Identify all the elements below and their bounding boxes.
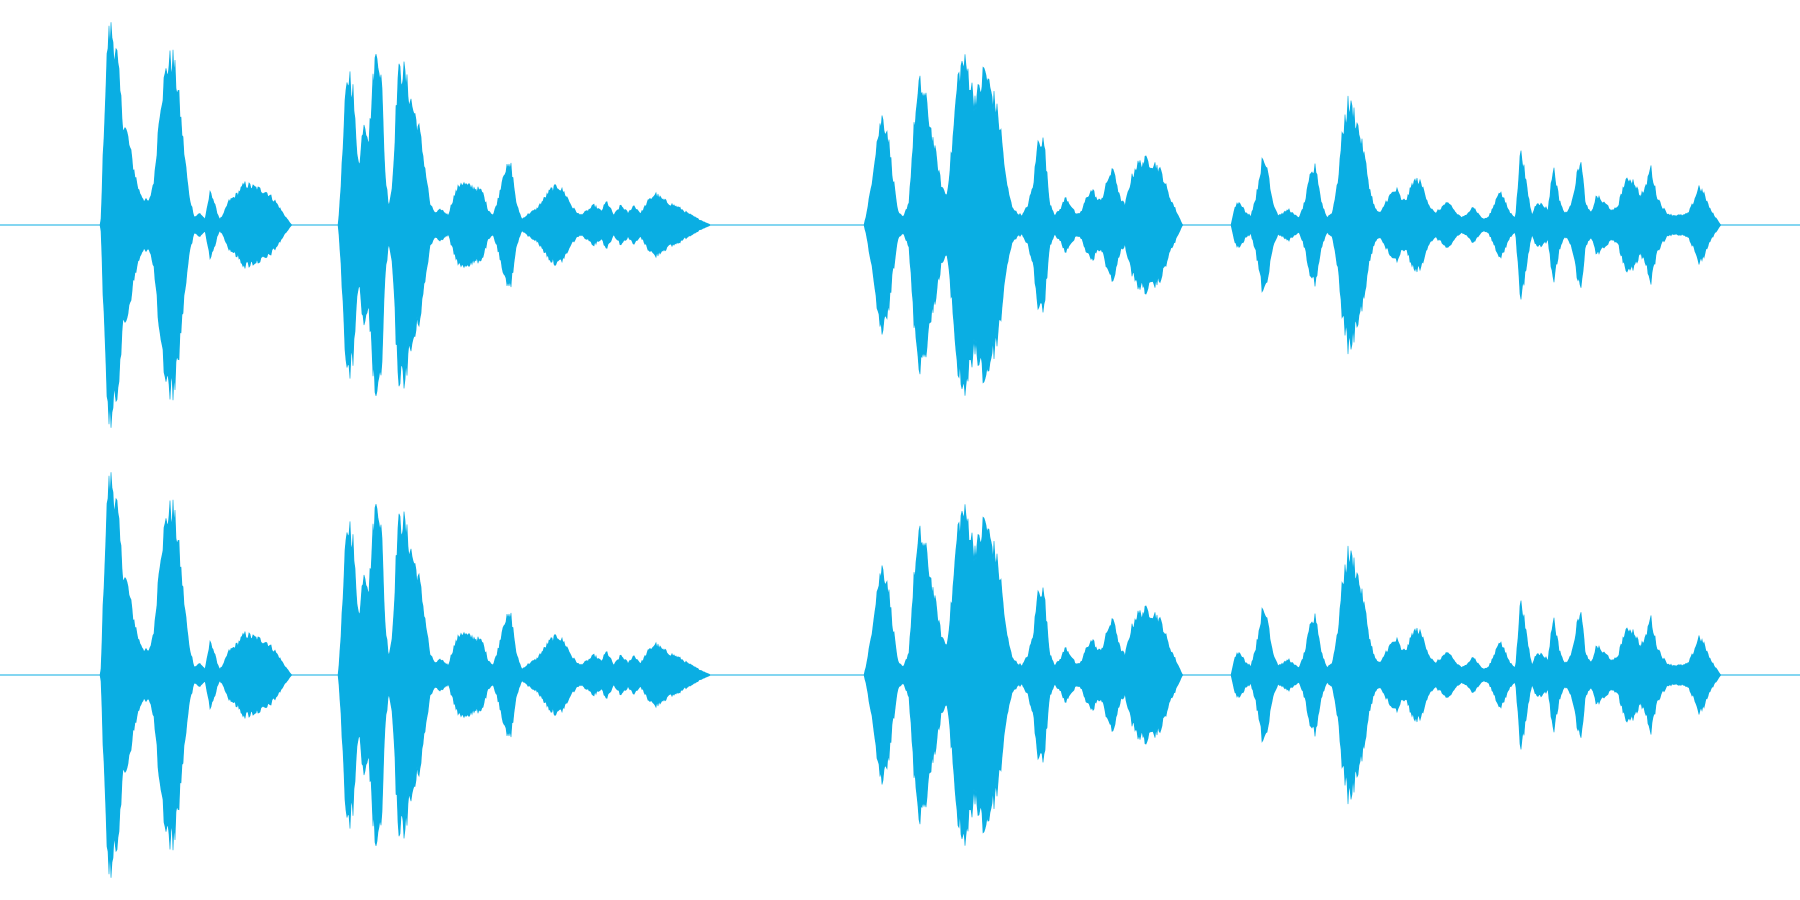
waveform-segment-3: [863, 54, 1184, 396]
waveform-segment-3: [863, 504, 1184, 846]
waveform-segment-1: [99, 22, 293, 428]
waveform-segment-2: [337, 504, 712, 846]
waveform-segment-4: [1230, 545, 1722, 805]
waveform-channel-right: [0, 472, 1800, 878]
waveform-segment-4: [1230, 95, 1722, 355]
waveform-segment-1: [99, 472, 293, 878]
waveform-segment-2: [337, 54, 712, 396]
waveform-channel-left: [0, 22, 1800, 428]
